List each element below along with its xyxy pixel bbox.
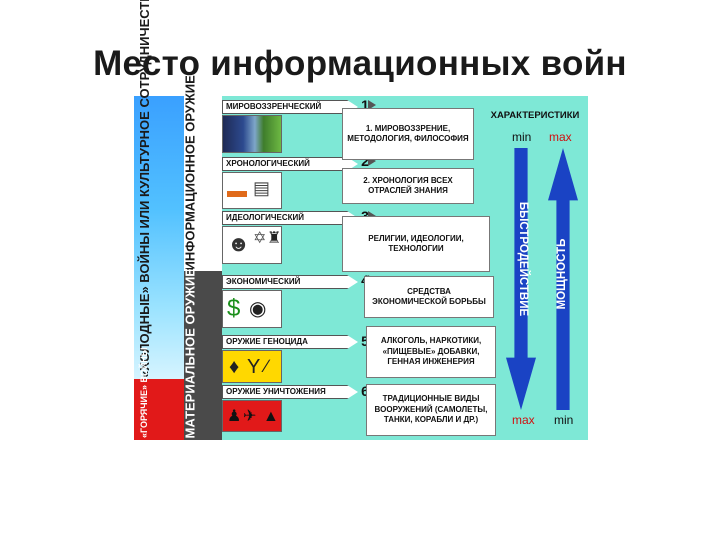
min-bottom-label: min: [554, 413, 574, 427]
slide-title: Место информационных войн: [93, 44, 627, 83]
document-icon: ▤: [253, 178, 271, 198]
level-number: 5: [361, 333, 369, 349]
level-description: АЛКОГОЛЬ, НАРКОТИКИ, «ПИЩЕВЫЕ» ДОБАВКИ, …: [366, 326, 496, 378]
level-label: ИДЕОЛОГИЧЕСКИЙ: [222, 211, 358, 225]
money-bag-icon: $: [227, 295, 241, 322]
info-weapon-column: [184, 96, 222, 271]
level-description: РЕЛИГИИ, ИДЕОЛОГИИ, ТЕХНОЛОГИИ: [342, 216, 490, 272]
syringe-icon: ∕: [265, 356, 269, 376]
level-number: 6: [361, 383, 369, 399]
material-weapon-label: МАТЕРИАЛЬНОЕ ОРУЖИЕ: [182, 268, 198, 439]
book-glyph-icon: ▬: [227, 180, 247, 202]
min-top-label: min: [512, 130, 532, 144]
level-label: ХРОНОЛОГИЧЕСКИЙ: [222, 157, 358, 171]
tank-icon: ♟ ✈ ▲: [222, 400, 282, 432]
level-label: ОРУЖИЕ ГЕНОЦИДА: [222, 335, 358, 349]
info-war-diagram: «ХОЛОДНЫЕ» ВОЙНЫ ИЛИ КУЛЬТУРНОЕ СОТРУДНИ…: [134, 0, 588, 440]
level-description: 1. МИРОВОЗЗРЕНИЕ, МЕТОДОЛОГИЯ, ФИЛОСОФИЯ: [342, 108, 474, 160]
bottle-icon: ♦ Y ∕: [222, 350, 282, 383]
earth-landscape-icon: [222, 115, 282, 153]
max-top-label: max: [549, 130, 572, 144]
characteristics-title: ХАРАКТЕРИСТИКИ: [490, 110, 580, 121]
wine-bottle-icon: ♦: [229, 356, 240, 378]
level-arrow-icon: [368, 156, 376, 166]
level-label: ЭКОНОМИЧЕСКИЙ: [222, 275, 358, 289]
portrait-icon: ☻ ✡ ♜: [222, 226, 282, 264]
max-bottom-label: max: [512, 413, 535, 427]
book-icon: ▬ ▤: [222, 172, 282, 209]
airplane-icon: ✈: [243, 408, 257, 425]
level-description: 2. ХРОНОЛОГИЯ ВСЕХ ОТРАСЛЕЙ ЗНАНИЯ: [342, 168, 474, 204]
power-label: МОЩНОСТЬ: [556, 238, 568, 310]
level-arrow-icon: [368, 100, 376, 110]
info-weapon-label: ИНФОРМАЦИОННОЕ ОРУЖИЕ: [182, 75, 198, 271]
cold-war-band: [134, 96, 184, 379]
star-of-david-icon: ✡: [253, 230, 267, 247]
rocket-icon: ▲: [263, 408, 279, 425]
hot-war-band: [134, 379, 184, 440]
person-portrait-icon: ☻: [227, 231, 251, 256]
money-icon: $ ◉: [222, 290, 282, 328]
soldier-icon: ♟: [227, 408, 242, 425]
coins-icon: ◉: [249, 298, 267, 320]
level-description: СРЕДСТВА ЭКОНОМИЧЕСКОЙ БОРЬБЫ: [364, 276, 494, 318]
level-label: ОРУЖИЕ УНИЧТОЖЕНИЯ: [222, 385, 358, 399]
level-number: 2: [361, 153, 369, 169]
hot-war-label: «ГОРЯЧИЕ» ВОЙНЫ: [139, 347, 149, 438]
cold-war-label: «ХОЛОДНЫЕ» ВОЙНЫ ИЛИ КУЛЬТУРНОЕ СОТРУДНИ…: [137, 0, 152, 378]
bottle-small-icon: ♜: [267, 230, 282, 247]
material-weapon-column: [184, 271, 222, 440]
level-label: МИРОВОЗЗРЕНЧЕСКИЙ: [222, 100, 358, 114]
speed-label: БЫСТРОДЕЙСТВИЕ: [517, 201, 529, 317]
level-description: ТРАДИЦИОННЫЕ ВИДЫ ВООРУЖЕНИЙ (САМОЛЕТЫ, …: [366, 384, 496, 436]
glass-icon: Y: [247, 356, 261, 378]
level-number: 1: [361, 97, 369, 113]
